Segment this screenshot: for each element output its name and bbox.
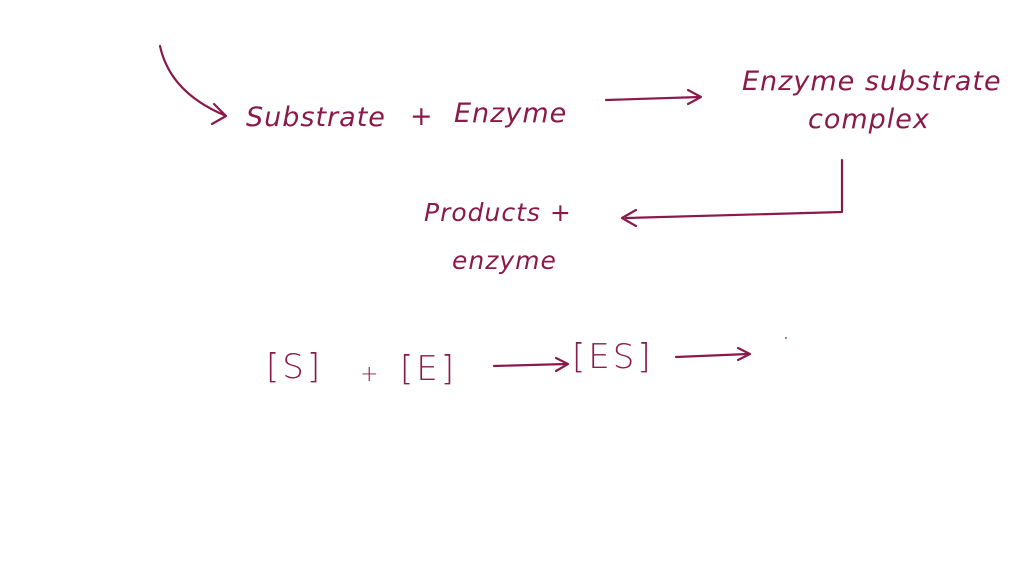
arrow-to-es [492, 362, 568, 368]
complex-label-line1: Enzyme substrate [742, 66, 1002, 97]
products-label-line1: Products + [424, 198, 572, 227]
substrate-concentration: [S] [266, 347, 324, 387]
plus-sign: + [410, 101, 434, 132]
elbow-arrow-to-products [624, 158, 844, 220]
incoming-curved-arrow [158, 44, 226, 117]
plus-sign-2: + [360, 362, 380, 387]
arrow-after-es-head [736, 346, 752, 362]
arrow-to-complex-head [686, 88, 703, 106]
enzyme-concentration: [E] [400, 349, 458, 389]
ink-dot [785, 337, 787, 339]
arrow-after-es [674, 352, 750, 359]
incoming-arrowhead [210, 102, 228, 126]
complex-label-line2: complex [808, 104, 930, 135]
arrow-to-es-head [554, 356, 570, 373]
products-label-line2: enzyme [452, 246, 557, 275]
enzyme-label: Enzyme [454, 98, 568, 129]
arrow-to-complex [604, 95, 702, 102]
complex-concentration: [ES] [572, 337, 654, 377]
elbow-arrowhead [620, 208, 638, 228]
substrate-label: Substrate [246, 102, 386, 133]
